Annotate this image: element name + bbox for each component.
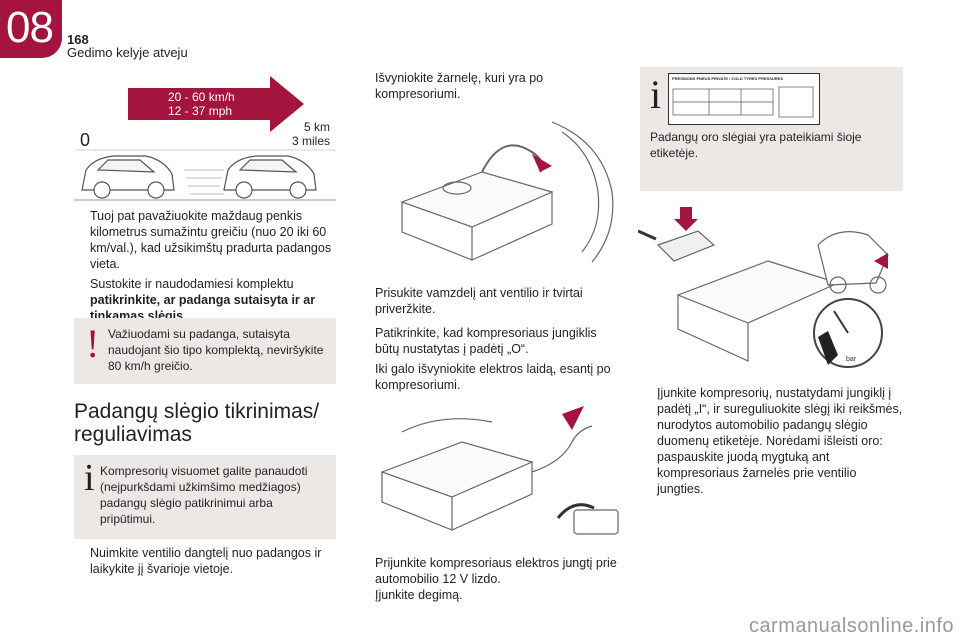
hose-unwind-illustration [362, 112, 620, 272]
bullet-item: Patikrinkite, kad kompresoriaus jungikli… [359, 325, 621, 357]
footer-watermark: carmanualsonline.info [748, 615, 954, 637]
bullet-end-text: . [183, 309, 187, 323]
bullet-item: Nuimkite ventilio dangtelį nuo padangos … [74, 545, 336, 577]
speed-diagram [74, 76, 336, 201]
speed-mph-label: 12 - 37 mph [168, 104, 233, 118]
info-text: Kompresorių visuomet galite panaudoti (n… [100, 464, 308, 526]
bullet-text: Patikrinkite, kad kompresoriaus jungikli… [375, 326, 597, 356]
speed-illustration: 20 - 60 km/h 12 - 37 mph 0 5 km 3 miles [74, 70, 336, 205]
col3-bullets: Įjunkite kompresorių, nustatydami jungik… [641, 385, 903, 497]
warning-box: ! Važiuodami su padanga, sutaisyta naudo… [74, 318, 336, 384]
exclamation-icon: ! [86, 321, 100, 366]
col2-bottom-bullets: Prijunkite kompresoriaus elektros jungtį… [359, 555, 621, 603]
chapter-tab: 08 [0, 0, 62, 58]
col1-bottom-bullet: Nuimkite ventilio dangtelį nuo padangos … [74, 545, 336, 577]
info-icon: i [84, 457, 95, 499]
distance-km-label: 5 km [304, 120, 331, 134]
info-box: i Kompresorių visuomet galite panaudoti … [74, 455, 336, 539]
bullet-item: Sustokite ir naudodamiesi komplektu pati… [74, 276, 336, 324]
warning-text: Važiuodami su padanga, sutaisyta naudoja… [108, 327, 324, 373]
compressor-hose-drawing [400, 121, 614, 263]
bullet-text: Prijunkite kompresoriaus elektros jungtį… [375, 556, 617, 586]
tyre-label-heading: PRESSIONS PNEUS PRIVATE / COLD TYRES PRE… [672, 76, 783, 81]
bullet-text: Išvyniokite žarnelę, kuri yra po kompres… [375, 71, 544, 101]
power-plug-illustration [362, 402, 620, 547]
speed-kmh-label: 20 - 60 km/h [168, 90, 235, 104]
section-title: Gedimo kelyje atveju [67, 45, 188, 60]
tyre-label-graphic [672, 86, 814, 118]
distance-miles-label: 3 miles [292, 134, 331, 148]
info-icon: i [650, 72, 662, 117]
bullet-text: Tuoj pat pavažiuokite maždaug penkis kil… [90, 209, 332, 271]
gauge-unit-label: bar [846, 356, 857, 363]
page-number: 168 [67, 32, 89, 47]
col2-top-bullet: Išvyniokite žarnelę, kuri yra po kompres… [359, 70, 621, 102]
bullet-item: Prisukite vamzdelį ant ventilio ir tvirt… [359, 285, 621, 317]
bullet-text: Prisukite vamzdelį ant ventilio ir tvirt… [375, 286, 583, 316]
bullet-item: Prijunkite kompresoriaus elektros jungtį… [359, 555, 621, 587]
bullet-text: Sustokite ir naudodamiesi komplektu [90, 277, 294, 291]
col1-bullets: Tuoj pat pavažiuokite maždaug penkis kil… [74, 208, 336, 324]
col2-mid-bullets: Prisukite vamzdelį ant ventilio ir tvirt… [359, 285, 621, 393]
chapter-number: 08 [6, 3, 54, 52]
bullet-text: Iki galo išvyniokite elektros laidą, esa… [375, 362, 611, 392]
bullet-item: Įjunkite kompresorių, nustatydami jungik… [641, 385, 903, 497]
bullet-item: Įjunkite degimą. [359, 587, 621, 603]
bullet-item: Tuoj pat pavažiuokite maždaug penkis kil… [74, 208, 336, 272]
pressure-label-panel: i PRESSIONS PNEUS PRIVATE / COLD TYRES P… [640, 67, 903, 191]
compressor-plug-drawing [380, 406, 619, 535]
panel-text: Padangų oro slėgiai yra pateikiami šioje… [650, 130, 862, 160]
bullet-item: Išvyniokite žarnelę, kuri yra po kompres… [359, 70, 621, 102]
bullet-text: Įjunkite kompresorių, nustatydami jungik… [657, 386, 903, 496]
gauge-illustration: bar [637, 205, 908, 375]
compressor-gauge-drawing: bar [637, 207, 889, 368]
start-distance-label: 0 [80, 130, 91, 150]
bullet-item: Iki galo išvyniokite elektros laidą, esa… [359, 361, 621, 393]
bullet-text: Nuimkite ventilio dangtelį nuo padangos … [90, 546, 322, 576]
page-heading: Padangų slėgio tikrinimas/ reguliavimas [74, 400, 320, 446]
tyre-pressure-label: PRESSIONS PNEUS PRIVATE / COLD TYRES PRE… [668, 73, 820, 125]
bullet-text: Įjunkite degimą. [375, 588, 463, 602]
